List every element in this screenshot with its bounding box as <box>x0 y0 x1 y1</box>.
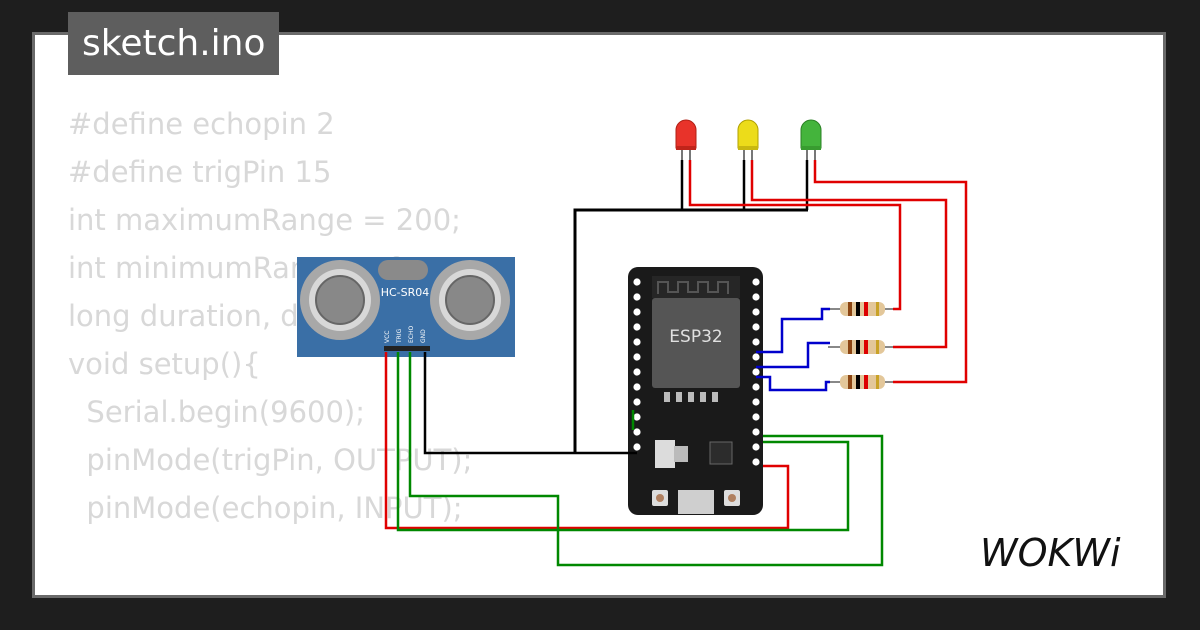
code-line: #define echopin 2 <box>68 107 335 141</box>
pin-label-gnd: GND <box>420 329 427 343</box>
file-tab[interactable]: sketch.ino <box>68 12 280 75</box>
resistor[interactable] <box>828 302 893 316</box>
sensor-wires <box>384 352 884 567</box>
gnd-wire <box>573 208 808 453</box>
code-line: pinMode(echopin, INPUT); <box>68 491 463 525</box>
led-yellow[interactable] <box>737 119 759 210</box>
led-red[interactable] <box>675 119 697 210</box>
code-line: pinMode(trigPin, OUTPUT); <box>68 443 473 477</box>
esp32-board[interactable]: ESP32 <box>628 267 763 515</box>
resistor[interactable] <box>828 340 893 354</box>
wokwi-logo-text: WOKWi <box>980 531 1121 575</box>
preview-card <box>32 32 1166 598</box>
resistor[interactable] <box>828 375 893 389</box>
pin-label-trig: TRIG <box>396 328 403 344</box>
code-line: Serial.begin(9600); <box>68 395 366 429</box>
signal-wires <box>756 307 830 392</box>
board-label: ESP32 <box>669 327 722 347</box>
code-line: void setup(){ <box>68 347 261 381</box>
code-line: #define trigPin 15 <box>68 155 332 189</box>
led-wires <box>688 160 968 384</box>
hc-sr04-sensor[interactable]: HC-SR04 VCC TRIG ECHO GND <box>297 257 515 357</box>
led-green[interactable] <box>800 119 822 210</box>
wokwi-logo: WOKWi <box>980 531 1121 575</box>
code-line: int maximumRange = 200; <box>68 203 461 237</box>
sensor-model-label: HC-SR04 <box>381 286 430 299</box>
pin-label-vcc: VCC <box>384 331 391 343</box>
pin-label-echo: ECHO <box>408 326 415 343</box>
